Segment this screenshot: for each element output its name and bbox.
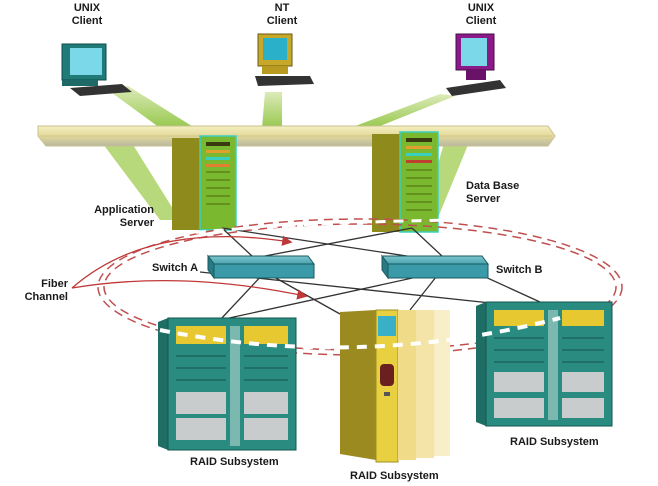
lan-bus	[37, 125, 556, 147]
link-nt	[262, 92, 282, 128]
raid-right-icon	[476, 301, 613, 427]
database-server-label: Data Base Server	[466, 180, 519, 206]
switch-a-icon	[207, 254, 315, 280]
label-line: Client	[465, 15, 497, 27]
raid-left-icon	[158, 317, 297, 451]
database-server-icon	[372, 131, 439, 233]
label-line: Channel	[24, 291, 68, 303]
switch-b-icon	[381, 254, 489, 280]
unix-client-left-label: UNIX Client	[62, 2, 112, 28]
application-server-icon	[172, 135, 237, 231]
switch-a-label: Switch A	[152, 262, 199, 274]
fiber-channel-arrows	[71, 235, 308, 300]
label-line: UNIX	[73, 2, 101, 14]
raid-right-label: RAID Subsystem	[510, 436, 599, 448]
unix-client-right-label: UNIX Client	[456, 2, 506, 28]
raid-center-label: RAID Subsystem	[350, 470, 439, 482]
label-line: Client	[71, 15, 103, 27]
label-line: Application	[94, 204, 154, 216]
fiber-channel-label: Fiber Channel	[14, 278, 68, 304]
raid-left-label: RAID Subsystem	[190, 456, 279, 468]
link-unix-left	[108, 86, 195, 128]
raid-center-icon	[340, 309, 450, 463]
unix-client-left-icon	[61, 43, 132, 96]
link-unix-right	[350, 94, 455, 128]
label-line: Client	[266, 15, 298, 27]
fiber-ring-front	[159, 218, 561, 350]
nt-client-icon	[255, 33, 314, 86]
unix-client-right-icon	[446, 33, 506, 96]
label-line: NT	[274, 2, 290, 14]
link-bus-app-left	[100, 140, 180, 220]
label-line: Server	[466, 193, 501, 205]
nt-client-label: NT Client	[262, 2, 302, 28]
label-line: Server	[119, 217, 154, 229]
label-line: Fiber	[41, 278, 68, 290]
switch-b-label: Switch B	[496, 264, 543, 276]
application-server-label: Application Server	[70, 204, 154, 230]
label-line: Data Base	[466, 180, 520, 192]
label-line: UNIX	[467, 2, 495, 14]
